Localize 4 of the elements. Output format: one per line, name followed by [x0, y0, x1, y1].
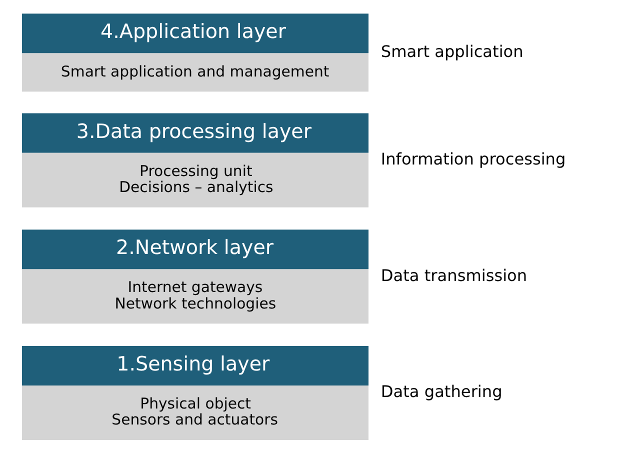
node-label: Information processing	[380, 149, 566, 168]
node-label: Data transmission	[380, 266, 527, 285]
node-label: Smart application	[380, 42, 523, 61]
node-label: Data gathering	[380, 382, 502, 402]
